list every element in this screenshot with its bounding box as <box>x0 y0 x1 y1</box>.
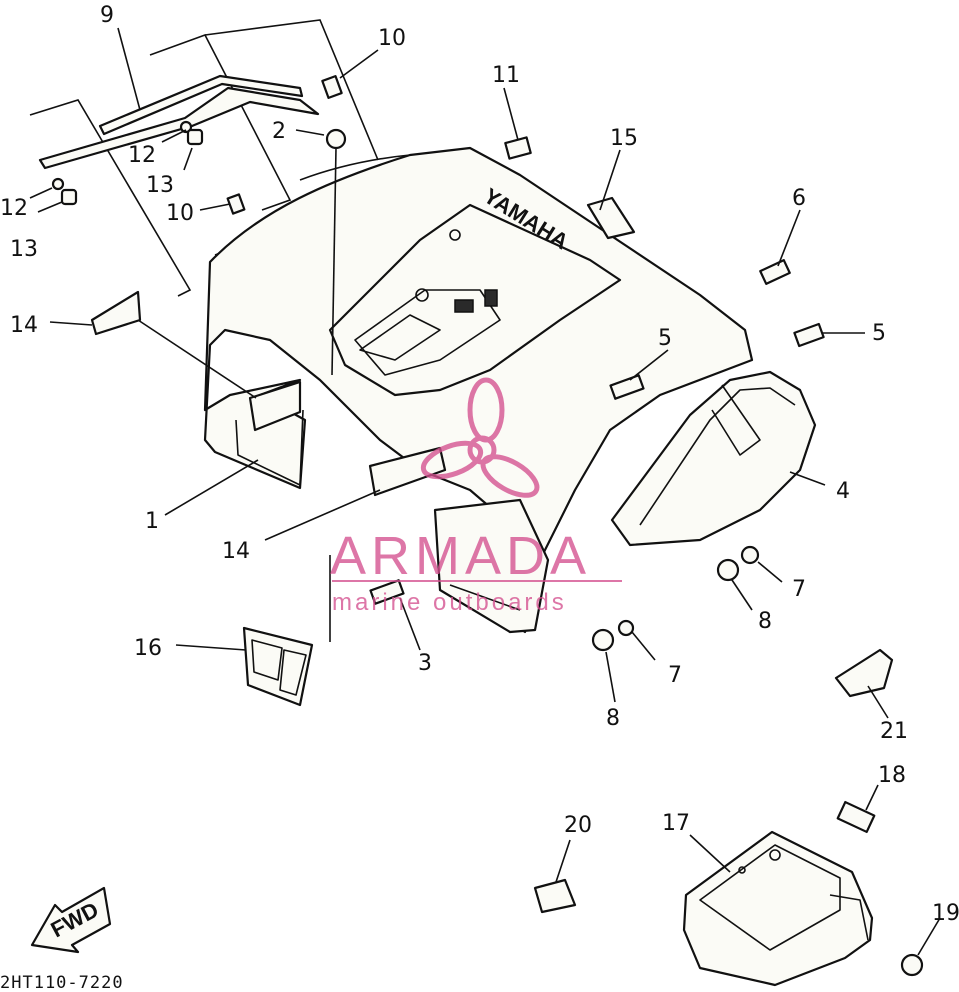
part-9-rail <box>38 74 320 170</box>
callout-3: 3 <box>418 651 432 676</box>
part-18-bolt <box>836 800 876 834</box>
part-16-reflector <box>242 626 314 707</box>
part-17-box <box>682 830 874 987</box>
callout-18: 18 <box>878 763 906 788</box>
callout-6: 6 <box>792 186 806 211</box>
watermark-title: ARMADA <box>330 526 591 586</box>
watermark-subtitle: marine outboards <box>332 589 567 616</box>
callout-8: 8 <box>606 706 620 731</box>
callout-16: 16 <box>134 636 162 661</box>
leader-lines <box>29 27 941 956</box>
part-20-pad <box>533 878 577 914</box>
callout-10: 10 <box>166 201 194 226</box>
callout-14: 14 <box>222 539 250 564</box>
callout-1: 1 <box>145 509 159 534</box>
callout-5: 5 <box>658 326 672 351</box>
callout-9: 9 <box>100 3 114 28</box>
callout-7: 7 <box>668 663 682 688</box>
fasteners <box>51 75 825 652</box>
part-21-clip <box>834 648 894 698</box>
callout-5: 5 <box>872 321 886 346</box>
callout-13: 13 <box>146 173 174 198</box>
part-14-label-upper <box>90 290 142 336</box>
propeller-logo-icon <box>420 377 540 498</box>
callout-4: 4 <box>836 479 850 504</box>
callout-2: 2 <box>272 119 286 144</box>
callout-10: 10 <box>378 26 406 51</box>
part-1-rear-fender <box>203 146 754 642</box>
part-19-nut <box>900 953 924 977</box>
part-4-guard-rail <box>610 370 817 547</box>
callout-14: 14 <box>10 313 38 338</box>
callout-17: 17 <box>662 811 690 836</box>
callout-20: 20 <box>564 813 592 838</box>
callout-12: 12 <box>128 143 156 168</box>
callout-12: 12 <box>0 196 28 221</box>
callout-15: 15 <box>610 126 638 151</box>
callout-7: 7 <box>792 577 806 602</box>
callout-8: 8 <box>758 609 772 634</box>
callout-19: 19 <box>932 901 959 926</box>
callout-13: 13 <box>10 237 38 262</box>
callout-21: 21 <box>880 719 908 744</box>
watermark: ARMADA marine outboards <box>330 377 622 616</box>
callout-11: 11 <box>492 63 520 88</box>
fwd-arrow: FWD <box>30 886 112 954</box>
drawing-code: 2HT110-7220 <box>0 973 124 992</box>
callout-labels: 9 10 11 2 12 13 12 13 10 15 6 14 5 5 4 1… <box>0 3 959 926</box>
